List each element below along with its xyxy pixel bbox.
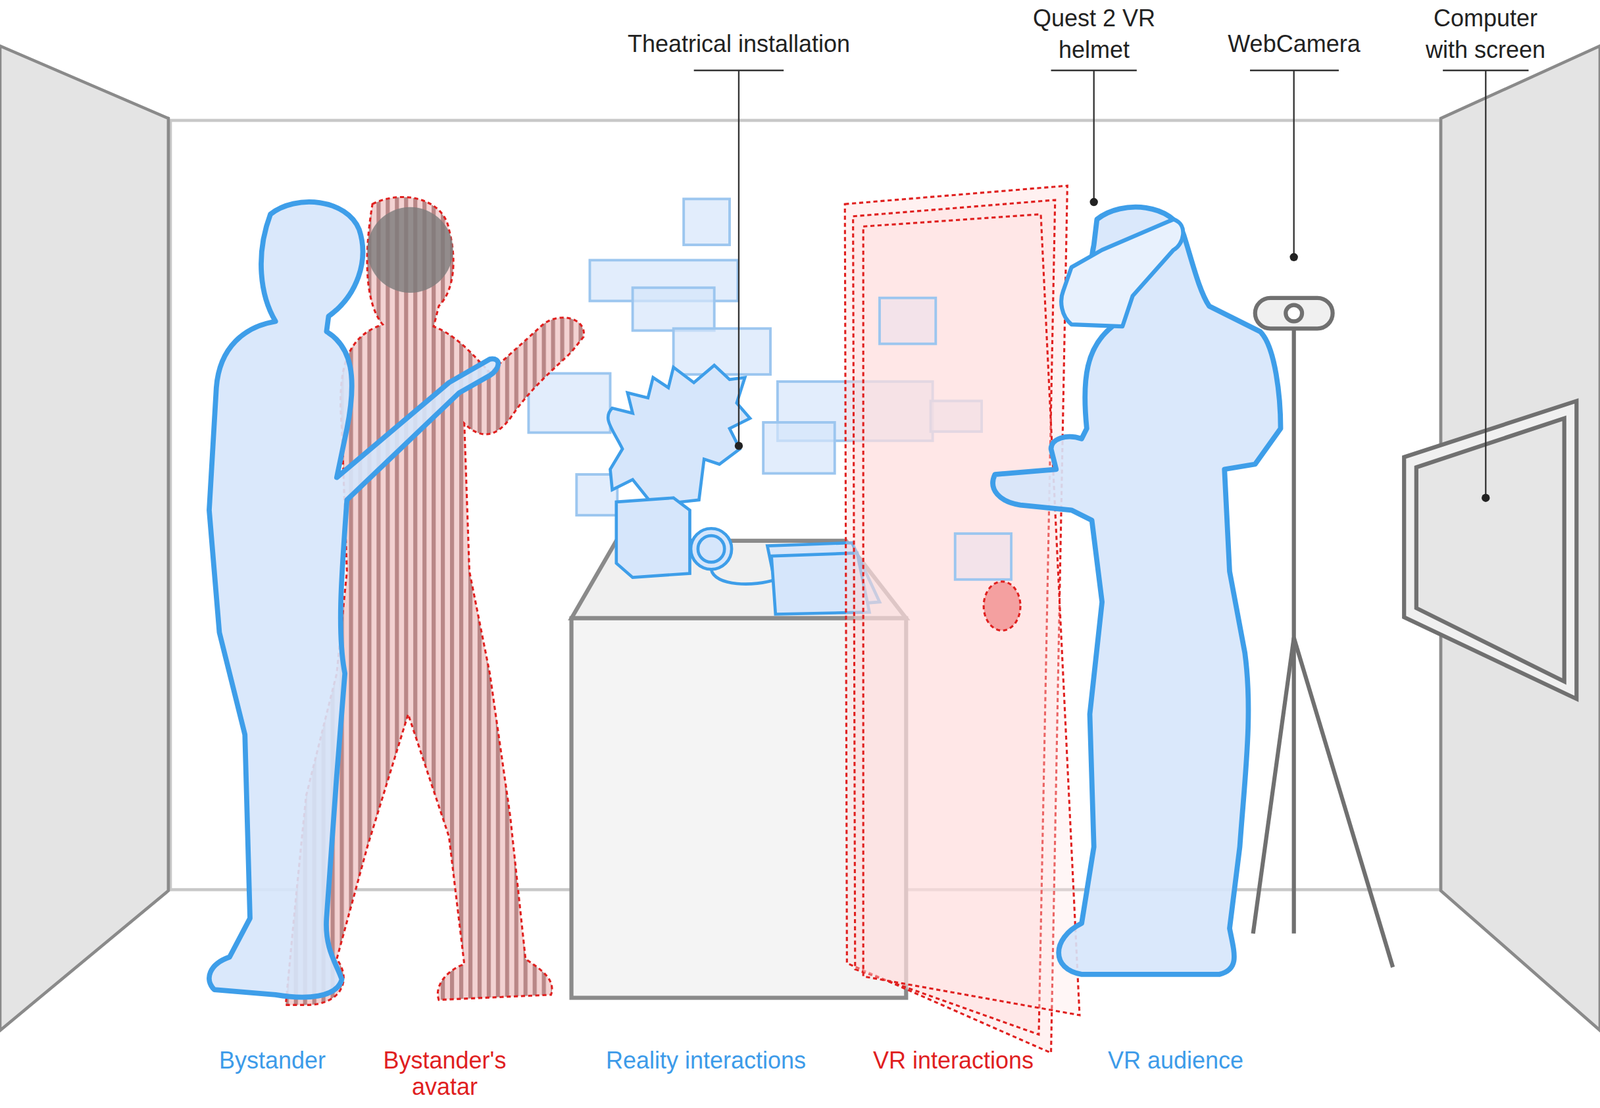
callout-label: Computer with screen	[1416, 2, 1555, 66]
callout-label: Theatrical installation	[627, 28, 850, 60]
room	[0, 46, 1600, 1031]
vr-interaction-panels	[844, 185, 1080, 1053]
avatar-head	[367, 207, 453, 293]
callout-label: WebCamera	[1227, 28, 1360, 60]
leader-lines	[694, 70, 1529, 502]
role-label: Reality interactions	[605, 1047, 806, 1074]
callout-label: Quest 2 VR helmet	[1018, 2, 1170, 66]
computer-monitor	[1403, 400, 1577, 699]
bystander-figure	[209, 201, 499, 998]
vr-audience-figure	[992, 207, 1281, 975]
role-label: Bystander	[219, 1047, 326, 1074]
role-label: VR interactions	[873, 1047, 1034, 1074]
installation-objects	[607, 365, 880, 614]
role-label: VR audience	[1107, 1047, 1244, 1074]
role-label: Bystander's avatar	[372, 1047, 518, 1100]
webcam-tripod	[1253, 298, 1393, 968]
